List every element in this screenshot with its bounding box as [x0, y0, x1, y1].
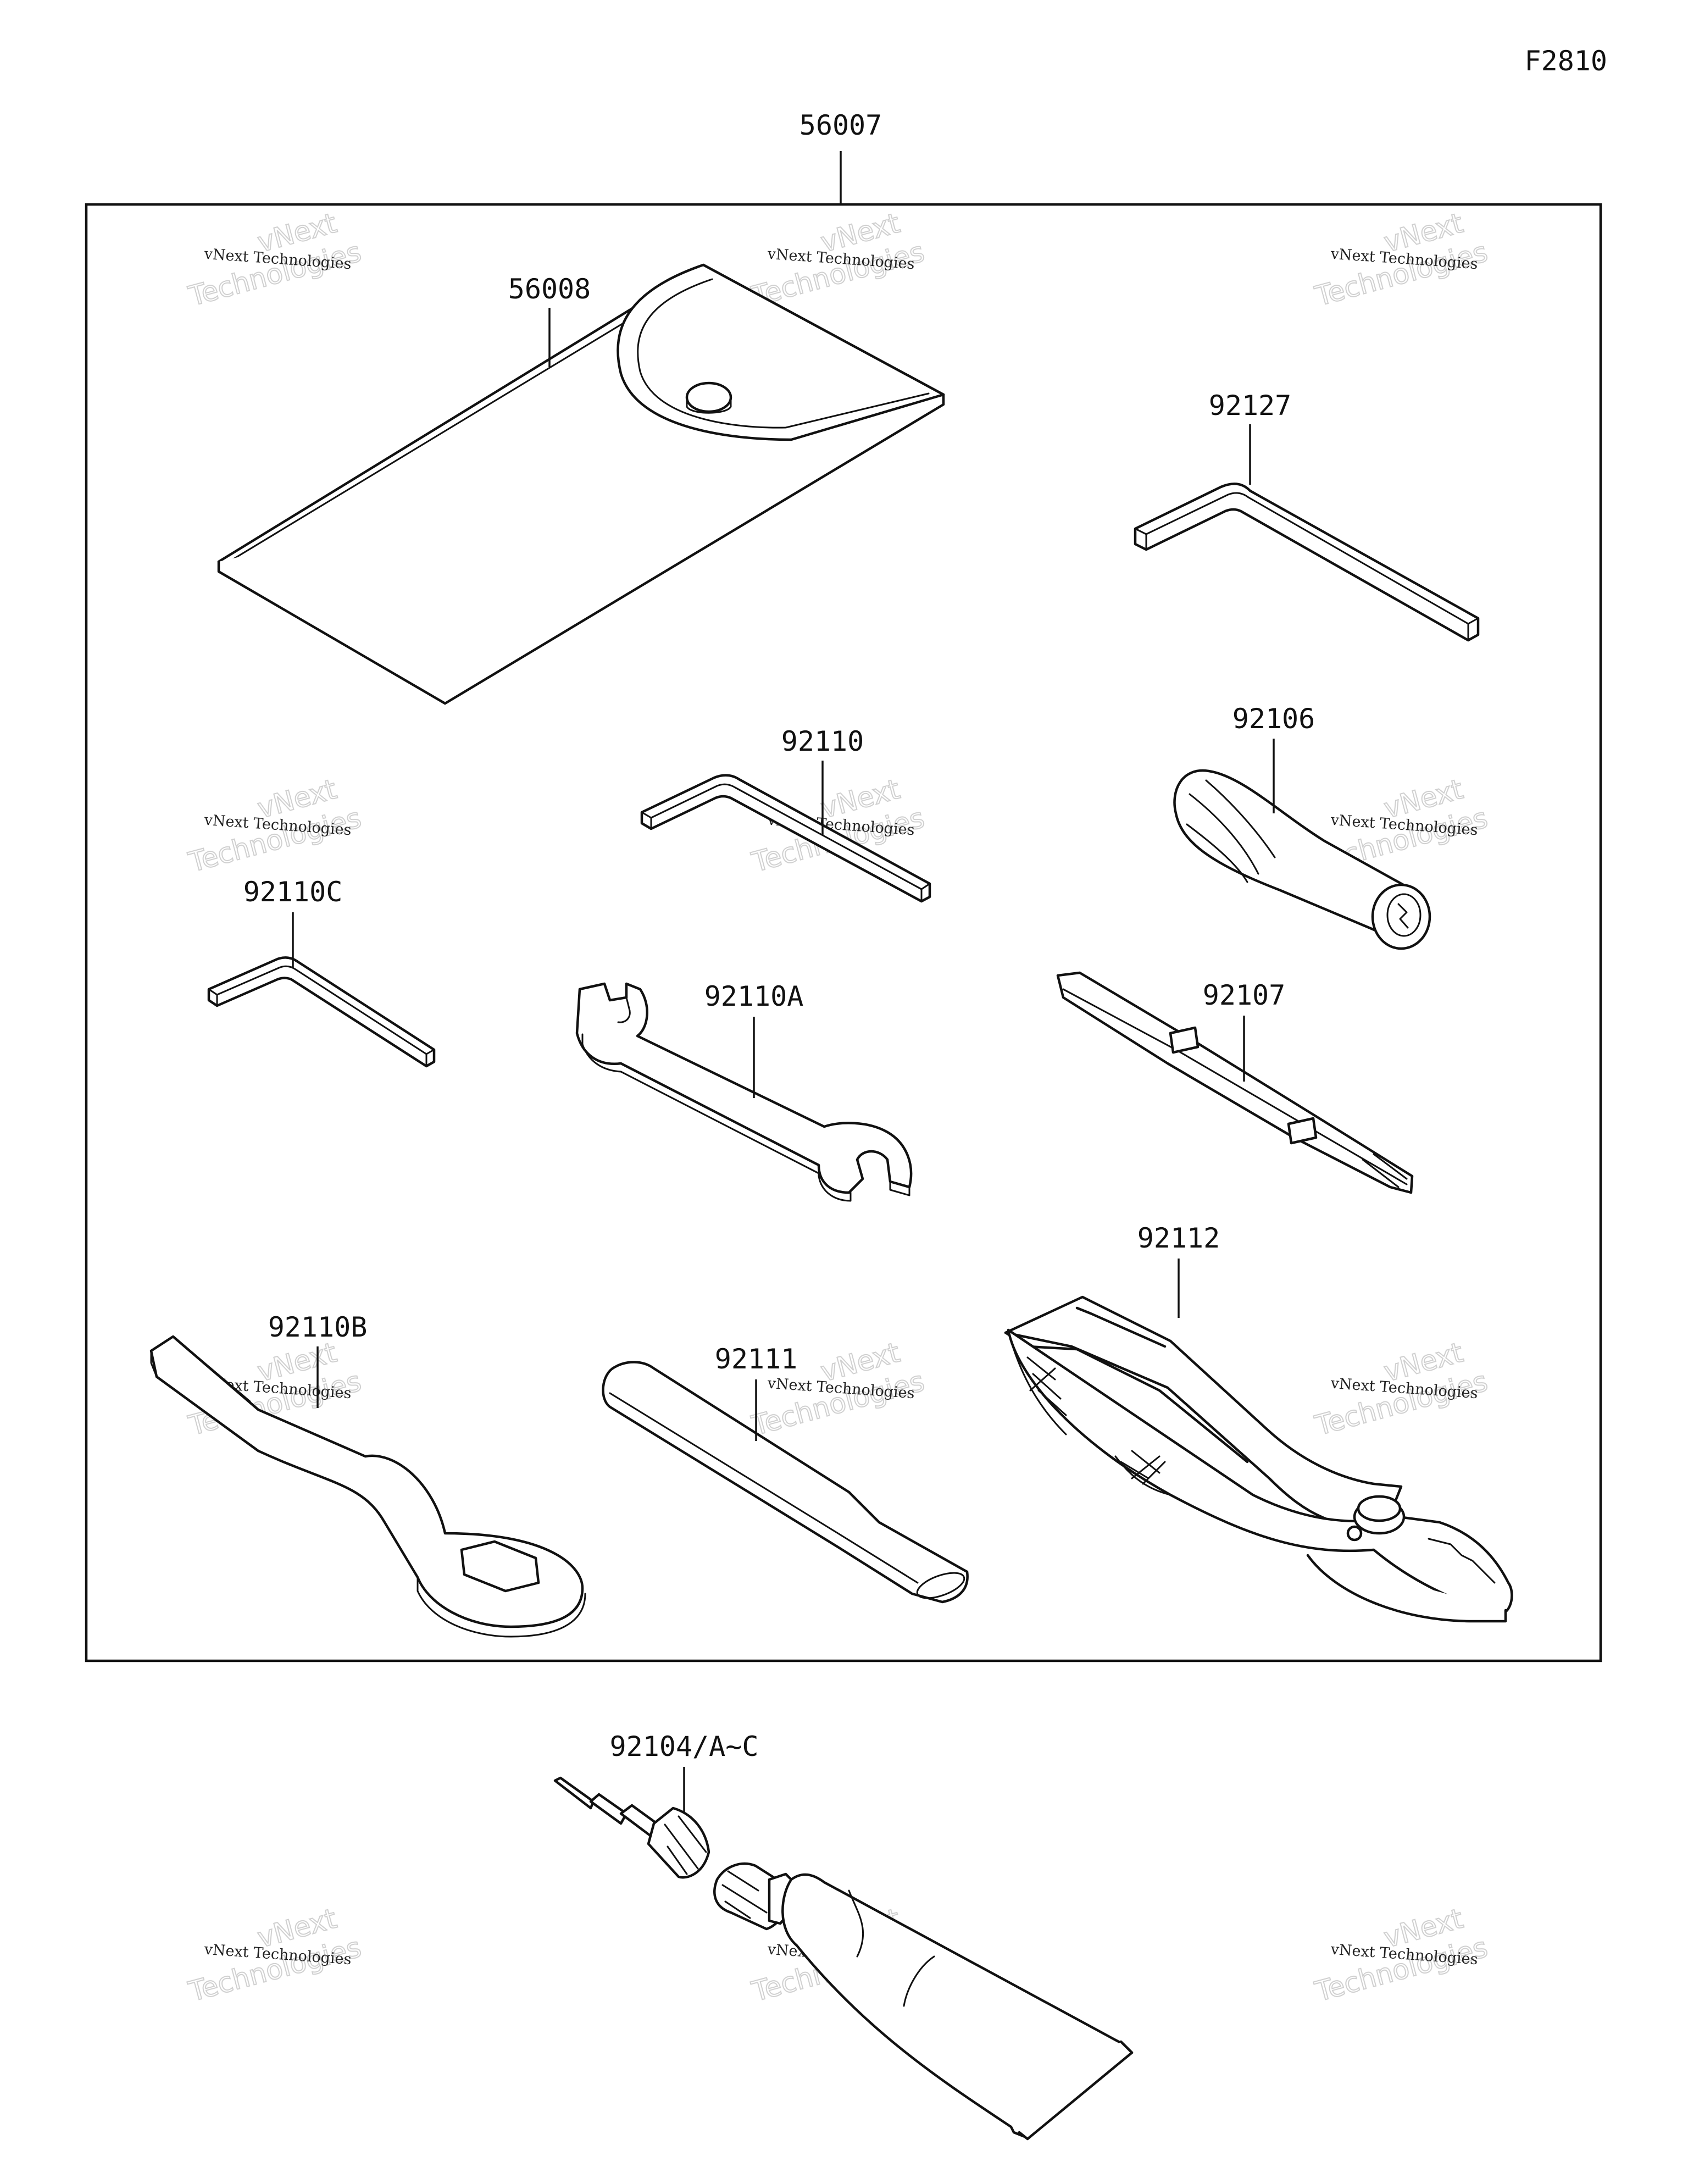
- assembly-box-frame: [85, 203, 1602, 1662]
- hex-key-small[interactable]: [207, 956, 436, 1068]
- slip-joint-pliers[interactable]: [1004, 1295, 1513, 1623]
- part-label-92127[interactable]: 92127: [1209, 390, 1292, 422]
- tool-pouch[interactable]: [217, 263, 945, 705]
- hex-key-large[interactable]: [1134, 483, 1480, 642]
- extension-bar[interactable]: [602, 1361, 969, 1604]
- figure-code: F2810: [1524, 45, 1607, 77]
- part-label-92107[interactable]: 92107: [1203, 979, 1286, 1011]
- part-label-92110[interactable]: 92110: [781, 725, 864, 757]
- hex-key-mid[interactable]: [640, 774, 931, 903]
- tire-repair-kit[interactable]: [553, 1776, 1134, 2141]
- part-label-92104-a-c[interactable]: 92104/A~C: [610, 1731, 759, 1762]
- part-label-56008[interactable]: 56008: [508, 273, 591, 305]
- part-label-92110A[interactable]: 92110A: [704, 980, 804, 1012]
- part-label-92111[interactable]: 92111: [715, 1343, 798, 1375]
- part-label-92110B[interactable]: 92110B: [268, 1311, 368, 1343]
- part-label-92112[interactable]: 92112: [1137, 1222, 1220, 1254]
- open-end-wrench[interactable]: [575, 982, 913, 1202]
- assembly-label-56007[interactable]: 56007: [799, 109, 882, 141]
- part-label-92106[interactable]: 92106: [1232, 703, 1315, 735]
- screwdriver-handle[interactable]: [1173, 769, 1431, 950]
- part-label-92110C[interactable]: 92110C: [243, 876, 343, 908]
- box-end-wrench[interactable]: [149, 1335, 586, 1638]
- screwdriver-bit[interactable]: [1056, 971, 1414, 1194]
